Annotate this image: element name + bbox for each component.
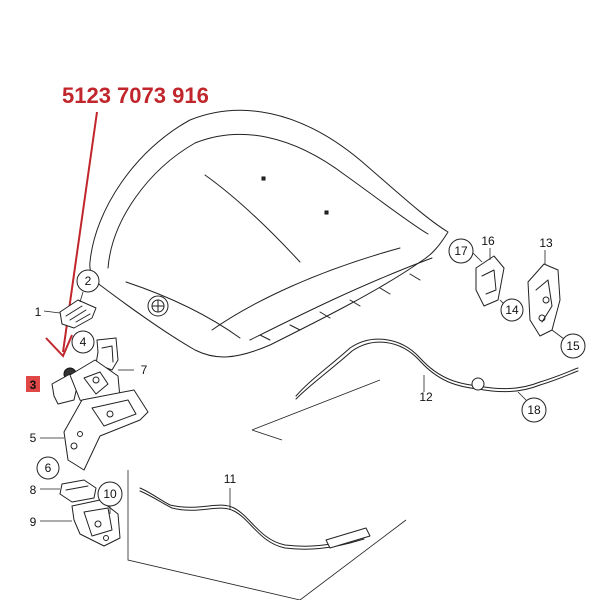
callout-10-label: 10 — [103, 487, 117, 501]
callout-2-label: 2 — [85, 274, 92, 288]
rubber-buffer-icon — [95, 337, 119, 371]
callout-4: 4 — [71, 330, 95, 354]
callout-8: 8 — [30, 483, 37, 497]
hinge-icon — [471, 248, 569, 343]
callout-1: 1 — [35, 305, 42, 319]
callout-14-label: 14 — [505, 303, 519, 317]
callout-5-label: 5 — [30, 431, 37, 445]
release-cable-icon — [251, 338, 579, 441]
callout-7: 7 — [141, 363, 148, 377]
cable-icon — [127, 470, 407, 600]
callout-14: 14 — [500, 298, 524, 322]
callout-3: 3 — [26, 376, 40, 392]
emblem-icon — [147, 295, 169, 317]
callout-18-label: 18 — [527, 403, 541, 417]
callout-2: 2 — [76, 269, 100, 293]
callout-18: 18 — [521, 397, 547, 423]
callout-15: 15 — [560, 333, 586, 359]
callout-13: 13 — [539, 236, 553, 250]
callout-17: 17 — [448, 238, 474, 264]
callout-12-label: 12 — [419, 390, 433, 404]
callout-3-label: 3 — [30, 378, 37, 392]
bracket-icon — [40, 369, 149, 471]
callout-1-label: 1 — [35, 305, 42, 319]
callout-5: 5 — [30, 431, 37, 445]
lower-latch-icon — [40, 479, 121, 547]
callout-6: 6 — [36, 456, 60, 480]
callout-13-label: 13 — [539, 236, 553, 250]
callout-10: 10 — [97, 481, 123, 507]
callout-9: 9 — [30, 515, 37, 529]
callout-7-label: 7 — [141, 363, 148, 377]
callout-11: 11 — [224, 472, 237, 486]
part-number-label: 5123 7073 916 — [62, 83, 209, 108]
hood-panel-icon — [89, 109, 449, 358]
callout-9-label: 9 — [30, 515, 37, 529]
callout-16-label: 16 — [481, 234, 495, 248]
callout-6-label: 6 — [45, 461, 52, 475]
callout-12: 12 — [419, 390, 433, 404]
callout-4-label: 4 — [80, 335, 87, 349]
callout-16: 16 — [481, 234, 495, 248]
callout-8-label: 8 — [30, 483, 37, 497]
callout-15-label: 15 — [566, 339, 580, 353]
striker-part-icon — [43, 291, 97, 329]
callout-11-label: 11 — [224, 472, 237, 486]
callout-17-label: 17 — [454, 244, 468, 258]
